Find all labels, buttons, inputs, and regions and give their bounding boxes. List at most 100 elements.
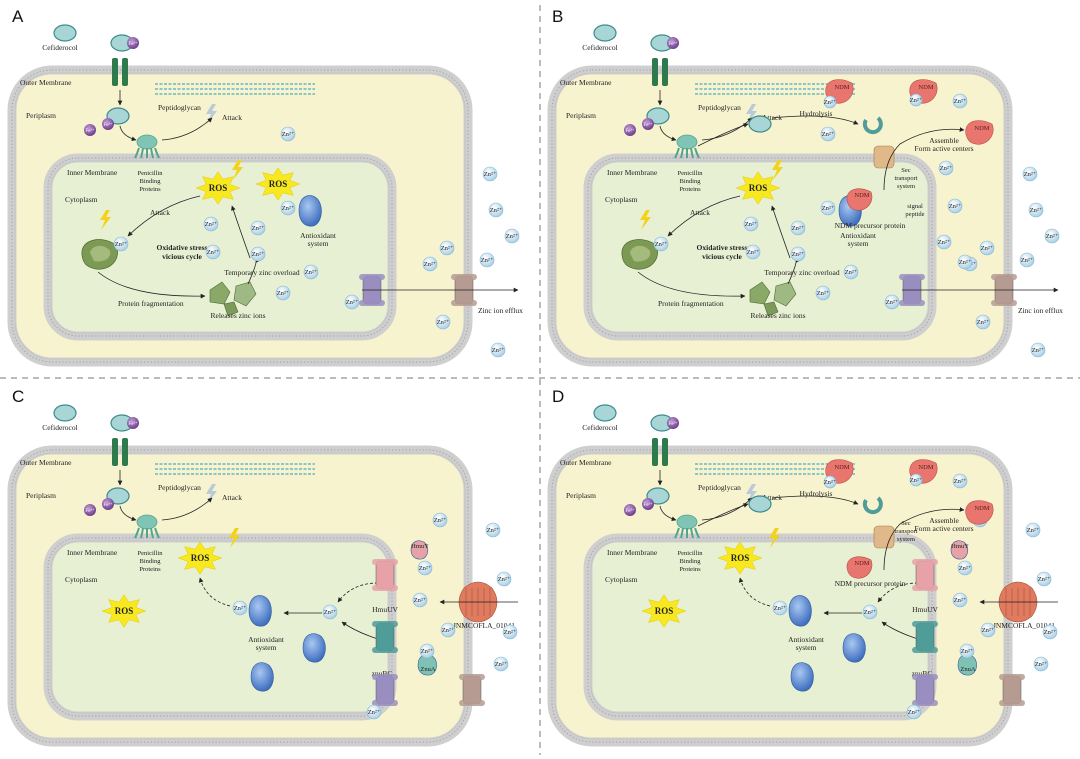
cefiderocol-molecule [106, 107, 130, 125]
zn-ion [906, 704, 922, 720]
fe-ion [127, 417, 139, 429]
fe-ion-label: Fe³⁺ [128, 421, 137, 427]
ndm-label: NDM [834, 464, 849, 471]
ndm-label: NDM [854, 192, 869, 199]
pbp-label-1: Penicillin [138, 170, 164, 177]
znubc-arrow [341, 621, 379, 640]
peptidoglycan-label: Peptidoglycan [158, 103, 201, 112]
fragmentation-arrow [97, 271, 206, 299]
peptidoglycan-label: Peptidoglycan [698, 103, 741, 112]
ros-label: ROS [115, 606, 134, 616]
cefiderocol-molecule [53, 404, 77, 422]
zn-ion [439, 240, 455, 256]
panel-letter: C [12, 387, 24, 406]
pbp-label-1: Penicillin [678, 170, 704, 177]
sec-export-arrow [883, 127, 965, 191]
ndm-enzyme [846, 188, 873, 211]
zn-ion-label: Zn²⁺ [498, 576, 511, 583]
efflux-pump-outer-base [999, 700, 1025, 706]
fe-ion [102, 498, 114, 510]
zn-ion-label: Zn²⁺ [1035, 661, 1048, 668]
zn-ion-label: Zn²⁺ [207, 249, 220, 256]
to-pbp-arrow [119, 505, 137, 522]
sec-export-arrow [883, 507, 965, 571]
zn-ion-label: Zn²⁺ [368, 709, 381, 716]
porin-right [662, 58, 668, 86]
pbp-label-1: Penicillin [138, 550, 164, 557]
efflux-pump-inner-cap [359, 274, 385, 280]
pbp-leg [154, 147, 160, 159]
zn-ion [980, 622, 996, 638]
pbp-head [676, 134, 698, 150]
zn-ion-label: Zn²⁺ [747, 249, 760, 256]
zn-ion [490, 342, 506, 358]
attack-label-1: Attack [762, 493, 782, 502]
cefiderocol-molecule [593, 404, 617, 422]
pbp-head [136, 514, 158, 530]
release-zinc-label: Releases zinc ions [211, 311, 266, 320]
ao-to-ros-arrow [738, 577, 771, 607]
ndm-label: NDM [918, 84, 933, 91]
fe-ion [127, 37, 139, 49]
zn-ion-label: Zn²⁺ [864, 609, 877, 616]
lightning-icon [206, 484, 217, 504]
oxidative-label-2: vicious cycle [702, 252, 742, 261]
zn-ion [975, 314, 991, 330]
zn-ion-label: Zn²⁺ [234, 605, 247, 612]
inner-membrane [43, 153, 397, 341]
zn-ion-label: Zn²⁺ [792, 225, 805, 232]
release-zinc-label: Releases zinc ions [751, 311, 806, 320]
antioxidant-protein [248, 595, 272, 627]
lightning-icon [772, 160, 783, 180]
panel-letter: B [552, 7, 563, 26]
outer-membrane-heads [11, 69, 469, 363]
zn-ion [947, 198, 963, 214]
porin-left [112, 58, 118, 86]
zn-ion-label: Zn²⁺ [938, 239, 951, 246]
ndm-label: NDM [974, 125, 989, 132]
znua-label: ZnuA [960, 666, 975, 673]
cefiderocol-label: Cefiderocol [582, 43, 617, 52]
zn-ion-label: Zn²⁺ [1027, 527, 1040, 534]
ros-burst [195, 171, 241, 205]
antioxidant-label-1: Antioxidant [248, 635, 285, 644]
zn-ion [862, 604, 878, 620]
ndm-label: NDM [974, 505, 989, 512]
zn-ion-label: Zn²⁺ [981, 245, 994, 252]
zn-ion-label: Zn²⁺ [655, 241, 668, 248]
ros-label: ROS [655, 606, 674, 616]
efflux-pump-outer-cap [999, 674, 1025, 680]
zn-ion [1022, 166, 1038, 182]
pbp-leg [690, 147, 694, 159]
zn-ion [322, 604, 338, 620]
fe-ion [642, 498, 654, 510]
zinc-efflux-label: Zinc ion efflux [478, 306, 523, 315]
zn-ion [203, 216, 219, 232]
antioxidant-protein [788, 595, 812, 627]
pbp-label-2: Binding [140, 178, 162, 185]
assemble-label: Assemble [929, 516, 959, 525]
pbp-label-3: Proteins [679, 186, 701, 193]
zn-ion-label: Zn²⁺ [910, 477, 923, 484]
inner-membrane-label: Inner Membrane [607, 168, 658, 177]
efflux-pump-outer-cap [451, 274, 477, 280]
zn-ion-label: Zn²⁺ [346, 299, 359, 306]
porin-left [652, 58, 658, 86]
sec-transporter [873, 145, 895, 169]
pbp-leg [674, 527, 680, 539]
hydrolyzed-cefiderocol [862, 496, 883, 515]
fe-ion-label: Fe³⁺ [625, 508, 634, 514]
efflux-pump-outer-base [459, 700, 485, 706]
zn-ion-label: Zn²⁺ [419, 565, 432, 572]
peptidoglycan-label: Peptidoglycan [158, 483, 201, 492]
znua-label: ZnuA [420, 666, 435, 673]
ndm-precursor-label: NDM precursor protein [835, 579, 906, 588]
form-active-label: Form active centers [914, 524, 973, 533]
zn-ion [482, 166, 498, 182]
zn-ion [366, 704, 382, 720]
form-active-label: Form active centers [914, 144, 973, 153]
zn-ion-label: Zn²⁺ [490, 207, 503, 214]
zn-ion-label: Zn²⁺ [277, 290, 290, 297]
zn-ion [843, 264, 859, 280]
